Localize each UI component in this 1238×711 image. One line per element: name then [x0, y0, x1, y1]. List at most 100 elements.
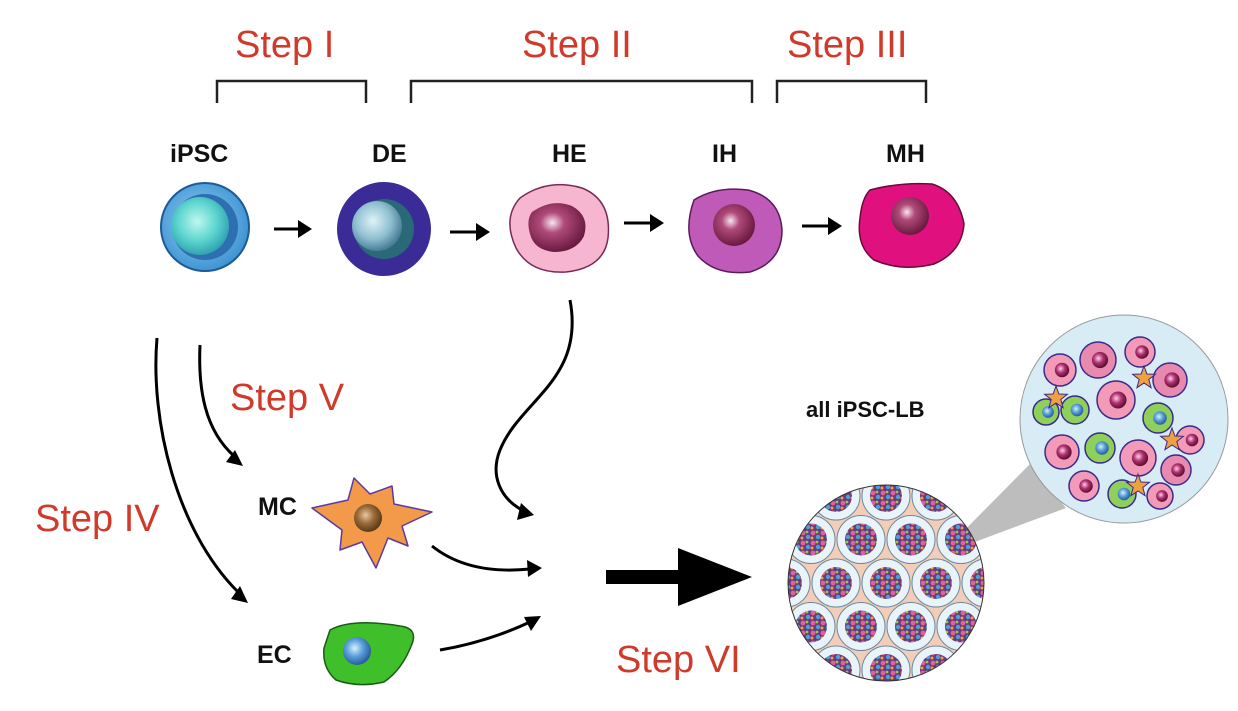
plate-well — [737, 516, 785, 564]
plate-well — [737, 690, 785, 711]
arrow-de-to-he — [450, 223, 490, 241]
zoom-wedge — [940, 464, 1066, 555]
plate-bud — [1020, 567, 1052, 599]
plate-bud — [870, 485, 902, 512]
label-he: HE — [552, 140, 587, 168]
mc-cell-icon — [311, 477, 433, 569]
step-label-2: Step II — [522, 24, 632, 66]
label-ipsc: iPSC — [170, 140, 228, 168]
bracket-step-1 — [215, 79, 368, 103]
plate-bud — [788, 567, 802, 599]
plate-bud — [920, 567, 952, 599]
plate-bud — [895, 698, 927, 711]
plate-well — [1037, 603, 1085, 651]
liver-bud-zoom-icon — [1019, 314, 1229, 524]
zoom-nucleus — [1042, 406, 1054, 418]
plate-well — [911, 645, 961, 681]
arrow-he-down — [494, 299, 574, 520]
zoom-nucleus — [1091, 351, 1109, 369]
plate-bud — [970, 567, 984, 599]
plate-well — [911, 485, 961, 521]
plate-well — [788, 645, 811, 681]
plate-bud — [895, 523, 927, 556]
arrow-ipsc-to-de — [274, 220, 312, 238]
plate-well — [937, 690, 985, 711]
arrow-ec-to-center — [439, 616, 541, 652]
plate-well — [712, 472, 760, 520]
plate-well — [788, 485, 811, 521]
label-mh: MH — [886, 140, 925, 168]
he-cell-icon — [509, 183, 610, 273]
step-label-3: Step III — [787, 24, 907, 66]
zoom-nucleus — [1056, 444, 1072, 460]
label-ec: EC — [257, 641, 292, 669]
plate-bud — [845, 610, 877, 643]
plate-well — [837, 429, 885, 477]
plate-bud — [795, 698, 827, 711]
arrow-ipsc-to-mc — [198, 344, 243, 466]
zoom-nucleus — [1070, 403, 1084, 417]
arrow-ih-to-mh — [802, 217, 842, 235]
plate-bud — [845, 698, 877, 711]
plate-bud — [745, 611, 777, 643]
plate-bud — [1020, 654, 1052, 686]
zoom-nucleus — [1054, 362, 1070, 378]
step-label-1: Step I — [235, 24, 334, 66]
plate-bud — [845, 523, 877, 556]
de-cell-icon — [337, 182, 431, 276]
plate-bud — [795, 437, 827, 469]
mh-cell-icon — [858, 182, 965, 268]
plate-well — [987, 603, 1035, 651]
zoom-nucleus — [1171, 463, 1185, 477]
ipsc-cell-icon — [160, 182, 250, 272]
plate-bud — [895, 437, 927, 469]
product-label: all iPSC-LB — [806, 397, 925, 422]
zoom-nucleus — [1153, 411, 1167, 425]
zoom-nucleus — [1131, 449, 1149, 467]
zoom-mc-cell — [1131, 364, 1157, 389]
plate-well — [887, 690, 935, 711]
zoom-mc-cell — [1159, 426, 1185, 451]
zoom-nucleus — [1156, 490, 1168, 502]
plate-bud — [720, 480, 752, 512]
plate-bud — [845, 437, 877, 469]
plate-bud — [920, 485, 952, 512]
plate-well — [937, 429, 985, 477]
label-mc: MC — [258, 493, 297, 521]
big-arrow-step-6 — [606, 548, 752, 606]
plate-well — [787, 690, 835, 711]
plate-bud — [970, 654, 984, 681]
step-label-6: Step VI — [616, 639, 741, 681]
zoom-nucleus — [1135, 345, 1149, 359]
arrow-mc-to-center — [431, 544, 542, 577]
plate-bud — [895, 610, 927, 643]
plate-bud — [995, 698, 1027, 711]
plate-well — [837, 690, 885, 711]
ec-cell-icon — [323, 622, 415, 686]
ih-cell-icon — [688, 188, 783, 274]
plate-well — [1012, 559, 1060, 607]
plate-bud — [1045, 698, 1077, 711]
plate-bud — [870, 654, 902, 681]
plate-bud — [920, 654, 952, 681]
plate-bud — [745, 437, 777, 469]
plate-well — [737, 429, 785, 477]
label-ih: IH — [712, 140, 737, 168]
arrow-ipsc-to-ec — [154, 337, 248, 603]
plate-well — [788, 558, 811, 608]
plate-well — [811, 645, 861, 681]
plate-bud — [788, 654, 802, 681]
plate-bud — [795, 523, 827, 556]
plate-bud — [870, 567, 902, 599]
zoom-nucleus — [1079, 479, 1093, 493]
plate-well — [1037, 516, 1085, 564]
plate-bud — [820, 485, 852, 512]
plate-well — [811, 485, 861, 521]
zoom-nucleus — [1109, 391, 1127, 409]
plate-well — [1012, 646, 1060, 694]
plate-well — [887, 429, 935, 477]
step-label-4: Step IV — [35, 498, 160, 540]
label-de: DE — [372, 140, 407, 168]
plate-well — [737, 603, 785, 651]
